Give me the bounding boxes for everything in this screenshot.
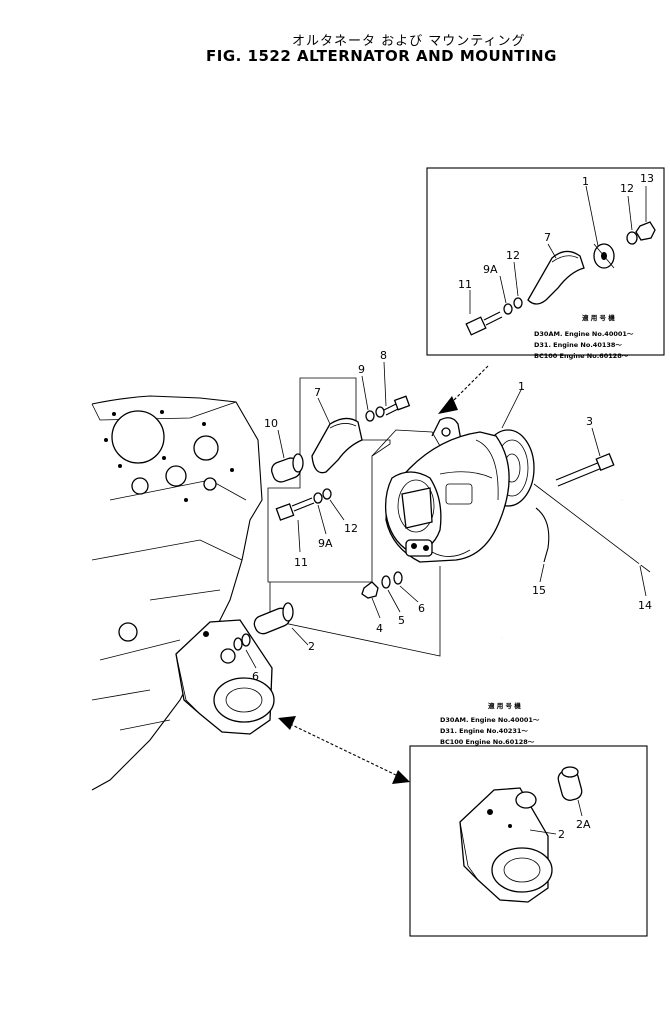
belt-15: [535, 507, 550, 583]
callout-7-top: 7: [544, 231, 551, 244]
cylinder-bore: [111, 410, 165, 464]
callout-10: 10: [264, 417, 278, 430]
inset-top-nut: [635, 221, 656, 241]
callout-9a-top: 9A: [483, 263, 498, 276]
inset-top-washer-12b: [626, 231, 638, 245]
v-belt-14: [501, 499, 656, 639]
bracket-7: [311, 417, 363, 474]
callout-1-top: 1: [582, 175, 589, 188]
callout-4: 4: [376, 622, 383, 635]
callout-2a: 2A: [576, 818, 591, 831]
callout-15: 15: [532, 584, 546, 597]
inset-top: 13 12 1 7 12 9A 11 適 用 号 機 D30AM. Engine…: [426, 167, 665, 360]
callout-3: 3: [586, 415, 593, 428]
note-top-heading: 適 用 号 機: [582, 313, 615, 322]
bracket-assembly: [267, 361, 411, 583]
note-bottom-line-3: BC100 Engine No.60128～: [440, 738, 535, 746]
washer-9: [365, 410, 375, 422]
inset-top-pointer-arrow: [438, 365, 489, 414]
note-top-line-1: D30AM. Engine No.40001～: [534, 330, 634, 338]
alternator: [371, 387, 535, 563]
figure-title: FIG. 1522 ALTERNATOR AND MOUNTING: [206, 47, 557, 65]
callout-11-top: 11: [458, 278, 472, 291]
note-bottom-line-1: D30AM. Engine No.40001～: [440, 716, 540, 724]
callout-9: 9: [358, 363, 365, 376]
note-bottom-heading: 適 用 号 機: [488, 701, 521, 710]
callout-7: 7: [314, 386, 321, 399]
title-japanese: オルタネータ および マウンティング: [292, 34, 526, 49]
washer-12: [322, 488, 332, 500]
note-top-line-3: BC100 Engine No.60128～: [534, 352, 629, 360]
callout-6: 6: [418, 602, 425, 615]
callout-6-lower: 6: [252, 670, 259, 683]
callout-8: 8: [380, 349, 387, 362]
callout-2: 2: [308, 640, 315, 653]
callout-2-bottom: 2: [558, 828, 565, 841]
washer-9a: [313, 492, 323, 504]
callout-5: 5: [398, 614, 405, 627]
inset-top-frame: [426, 167, 665, 356]
callout-12: 12: [344, 522, 358, 535]
callout-1: 1: [518, 380, 525, 393]
callout-11: 11: [294, 556, 308, 569]
spacer-10: [271, 453, 304, 483]
callout-9a: 9A: [318, 537, 333, 550]
inset-bottom-pointer-arrow: [278, 716, 410, 784]
callout-12-top-b: 12: [506, 249, 520, 262]
inset-top-washer-12: [513, 297, 523, 309]
inset-top-bracket: [527, 250, 585, 305]
lower-mount: [175, 602, 309, 735]
note-bottom-line-2: D31. Engine No.40231～: [440, 727, 528, 735]
bolt-11: [275, 503, 295, 521]
callout-13: 13: [640, 172, 654, 185]
engine-block: [91, 395, 263, 791]
callout-14: 14: [638, 599, 652, 612]
bolt-8: [393, 395, 411, 411]
guide-lines: [269, 566, 441, 657]
nut-washers-4-5-6: [361, 571, 419, 619]
inset-bottom-frame: [409, 745, 648, 937]
inset-bottom: 2A 2: [409, 745, 648, 937]
note-top-line-2: D31. Engine No.40138～: [534, 341, 622, 349]
inset-top-bolt: [465, 311, 503, 336]
callout-12-top: 12: [620, 182, 634, 195]
inset-top-washer-9a: [503, 303, 513, 315]
bolt-3: [533, 427, 651, 573]
